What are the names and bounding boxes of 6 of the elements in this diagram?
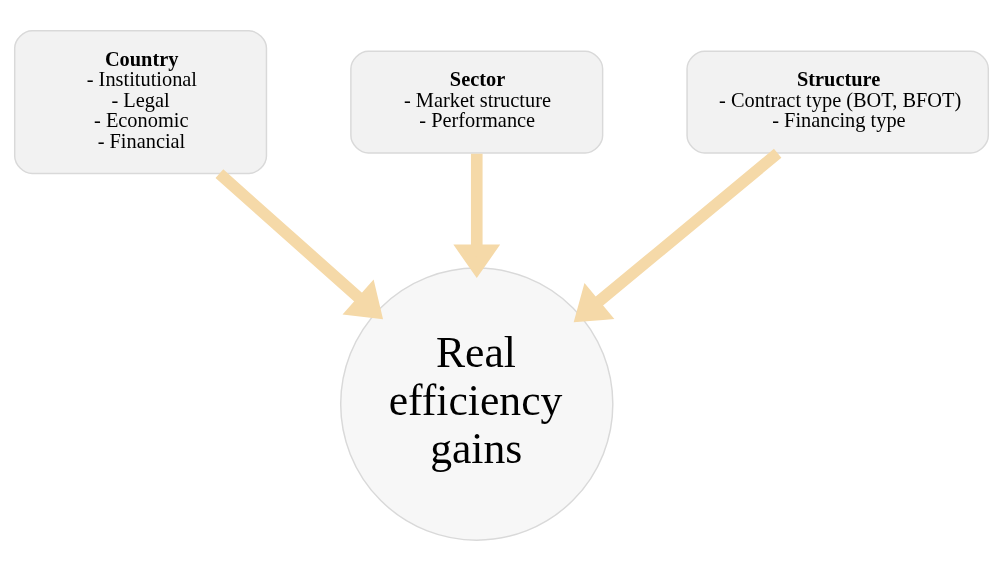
node-box: Country - Institutional - Legal - Economic - Financial xyxy=(13,29,268,174)
arrow xyxy=(215,168,384,319)
node-box: Sector - Market structure - Performance xyxy=(350,49,604,154)
node-box: Structure - Contract type (BOT, BFOT) - Financing type xyxy=(686,49,990,154)
arrow xyxy=(453,153,501,278)
arrow xyxy=(573,148,782,322)
